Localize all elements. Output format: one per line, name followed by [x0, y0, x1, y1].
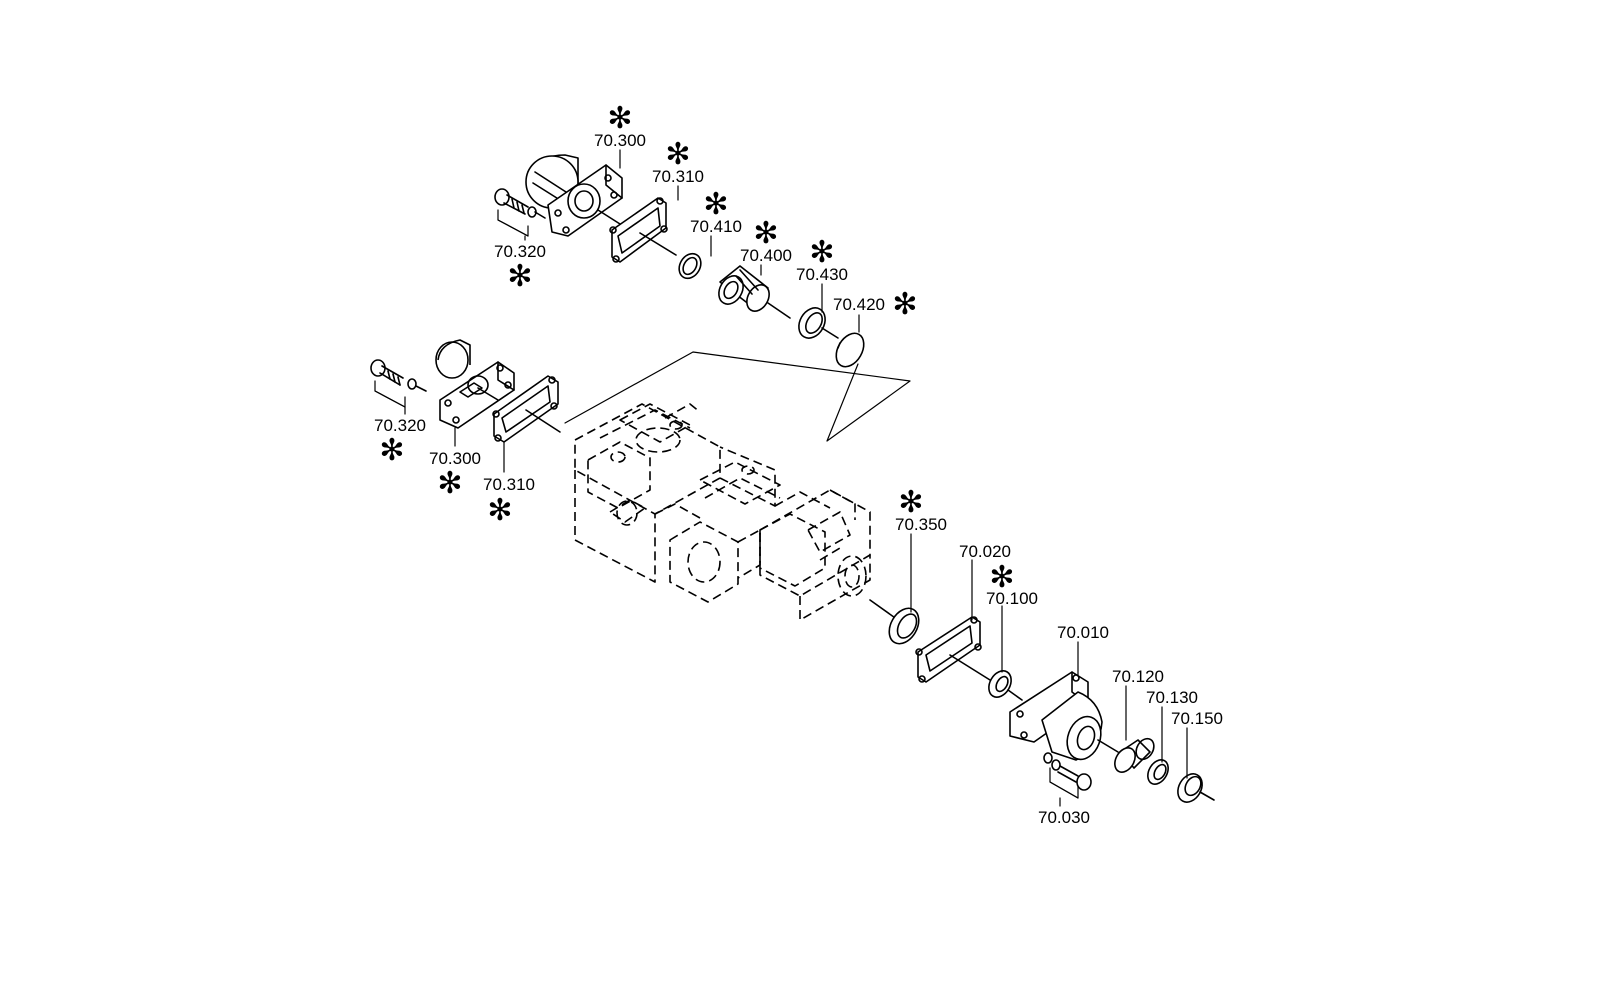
bottom-bolt — [1043, 752, 1092, 799]
label-70300b-star: ✻ — [437, 466, 462, 501]
assembly-guide-line — [564, 351, 911, 442]
label-70430: 70.430 — [796, 265, 848, 284]
label-70400-star: ✻ — [753, 216, 778, 251]
label-70120: 70.120 — [1112, 667, 1164, 686]
label-70300b: 70.300 — [429, 449, 481, 468]
right-bushing — [1114, 737, 1155, 773]
upper-bushing — [718, 265, 791, 319]
label-70400: 70.400 — [740, 246, 792, 265]
right-nut — [1177, 773, 1215, 803]
label-70420-star: ✻ — [892, 287, 917, 322]
label-70100: 70.100 — [986, 589, 1038, 608]
label-70130: 70.130 — [1146, 688, 1198, 707]
left-bolt — [370, 359, 427, 408]
upper-snap-ring — [835, 332, 865, 368]
label-70300a: 70.300 — [594, 131, 646, 150]
label-70310b: 70.310 — [483, 475, 535, 494]
gearbox-housing-outline — [574, 403, 871, 621]
right-washer — [1147, 759, 1169, 785]
label-70320a: 70.320 — [494, 242, 546, 261]
label-70320a-star: ✻ — [507, 259, 532, 294]
upper-seal-ring — [798, 307, 839, 339]
label-70420: 70.420 — [833, 295, 885, 314]
label-70100-star: ✻ — [989, 560, 1014, 595]
label-70310b-star: ✻ — [487, 493, 512, 528]
label-70150: 70.150 — [1171, 709, 1223, 728]
leader-lines — [404, 149, 1188, 807]
label-70430-star: ✻ — [809, 235, 834, 270]
label-70310a-star: ✻ — [665, 137, 690, 172]
left-gasket — [492, 375, 561, 443]
label-70350-star: ✻ — [898, 485, 923, 520]
label-70310a: 70.310 — [652, 167, 704, 186]
label-70320b-star: ✻ — [379, 433, 404, 468]
label-70010: 70.010 — [1057, 623, 1109, 642]
output-housing — [1009, 671, 1119, 761]
label-70300a-star: ✻ — [607, 101, 632, 136]
label-70030: 70.030 — [1038, 808, 1090, 827]
label-70410: 70.410 — [690, 217, 742, 236]
label-70350: 70.350 — [895, 515, 947, 534]
upper-left-bolt — [494, 188, 546, 237]
upper-cover-assembly — [525, 154, 623, 237]
left-cover-assembly — [435, 339, 515, 429]
upper-o-ring — [678, 252, 702, 280]
right-seal-ring — [888, 607, 920, 645]
label-70410-star: ✻ — [703, 187, 728, 222]
label-70320b: 70.320 — [374, 416, 426, 435]
right-gasket — [915, 616, 991, 683]
upper-gasket — [609, 197, 677, 263]
label-70020: 70.020 — [959, 542, 1011, 561]
part-labels: ✻ 70.300 ✻ 70.310 ✻ 70.410 ✻ 70.400 ✻ 70… — [374, 101, 1223, 827]
right-shaft-seal — [988, 670, 1023, 701]
